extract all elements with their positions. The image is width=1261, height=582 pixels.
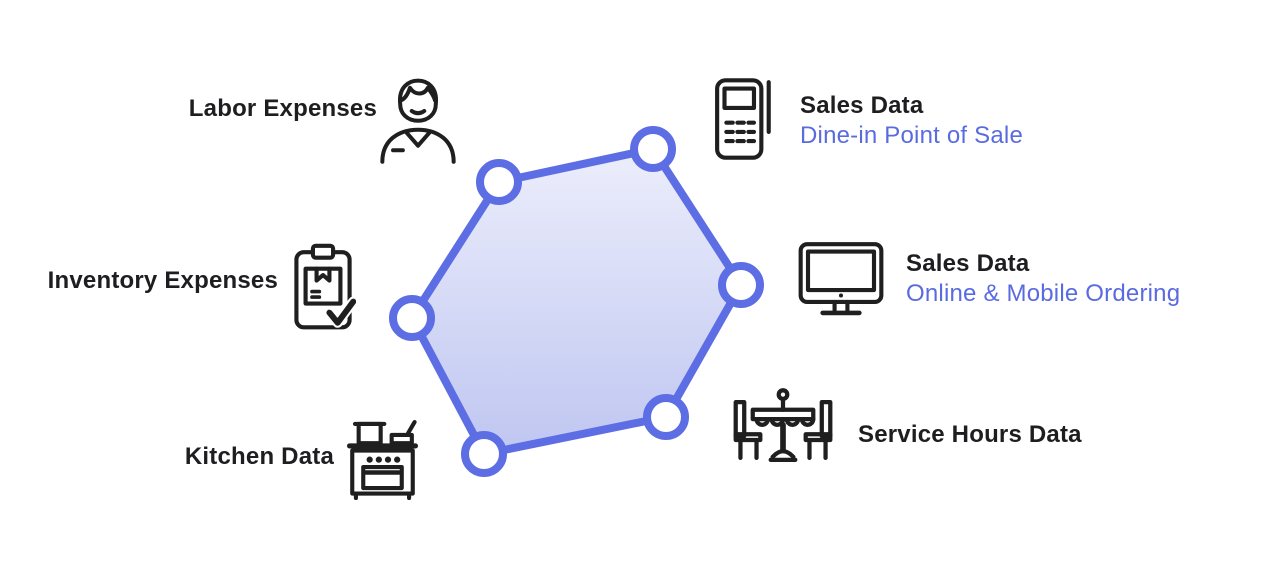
monitor-icon (798, 242, 884, 316)
label-sales-dine-in: Sales Data Dine-in Point of Sale (800, 91, 1023, 151)
label-kitchen-data: Kitchen Data (185, 442, 334, 472)
item-title: Kitchen Data (184, 443, 334, 470)
hex-node-right (718, 262, 764, 308)
item-title: Inventory Expenses (47, 267, 278, 294)
label-labor-expenses: Labor Expenses (189, 94, 377, 124)
item-title: Sales Data (800, 92, 924, 119)
item-title: Labor Expenses (188, 95, 377, 122)
hex-node-bottom-left (461, 431, 507, 477)
person-icon (380, 78, 456, 164)
clipboard-check-icon (294, 243, 356, 330)
dining-table-icon (733, 388, 833, 462)
stove-icon (346, 420, 419, 500)
label-sales-online: Sales Data Online & Mobile Ordering (906, 249, 1180, 309)
hex-node-top-right (630, 126, 676, 172)
item-subtitle: Online & Mobile Ordering (906, 280, 1181, 307)
hex-node-left (389, 295, 435, 341)
pos-terminal-icon (715, 78, 771, 160)
hexagon-shape (408, 145, 745, 458)
hex-node-top-left (476, 159, 522, 205)
label-inventory-expenses: Inventory Expenses (48, 266, 278, 296)
label-service-hours: Service Hours Data (858, 420, 1082, 450)
item-title: Sales Data (906, 250, 1030, 277)
item-subtitle: Dine-in Point of Sale (800, 122, 1023, 149)
item-title: Service Hours Data (858, 421, 1082, 448)
hex-node-bottom-right (643, 394, 689, 440)
